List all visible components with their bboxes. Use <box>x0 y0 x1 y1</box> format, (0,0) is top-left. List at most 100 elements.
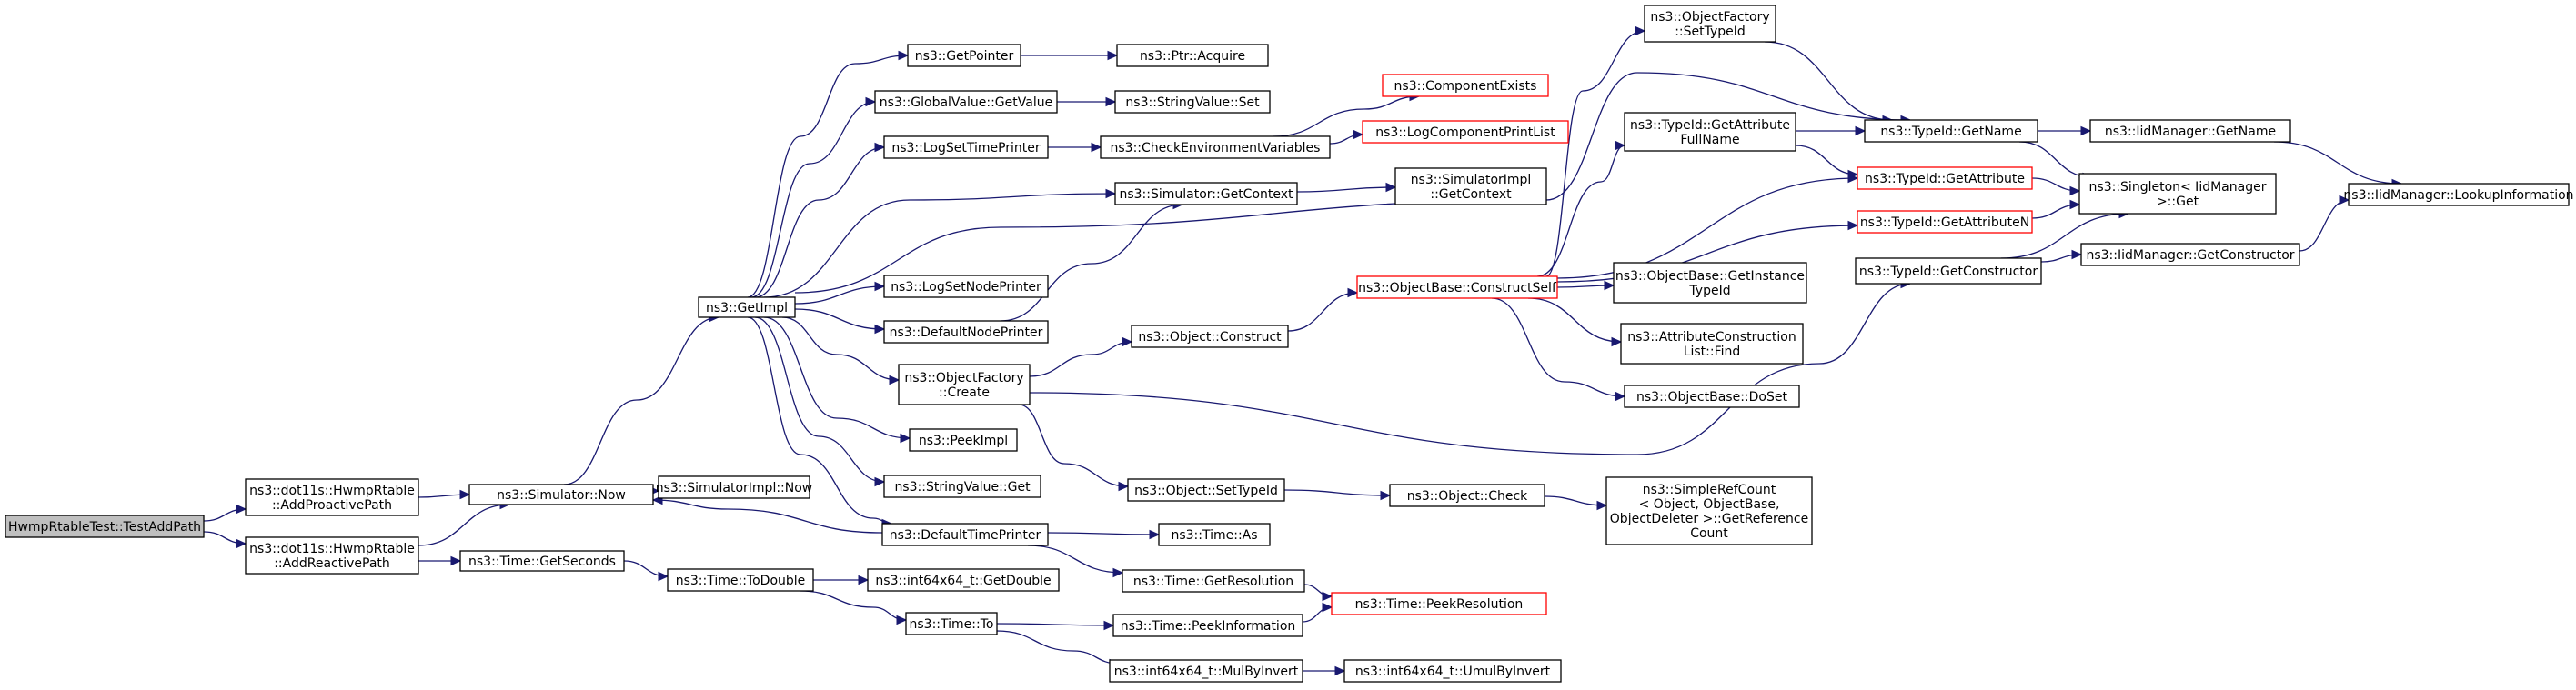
node-ptrAcquire[interactable]: ns3::Ptr::Acquire <box>1116 44 1269 67</box>
edge-arrowhead <box>1149 529 1161 540</box>
node-logSetNodePrinter[interactable]: ns3::LogSetNodePrinter <box>883 275 1049 298</box>
node-mulByInvert[interactable]: ns3::int64x64_t::MulByInvert <box>1109 659 1303 683</box>
node-simGetContext[interactable]: ns3::Simulator::GetContext <box>1114 182 1298 205</box>
edge-line <box>763 193 1116 298</box>
node-objFactorySetTypeId[interactable]: ns3::ObjectFactory::SetTypeId <box>1644 5 1776 43</box>
node-label-line: ns3::Simulator::GetContext <box>1119 187 1293 202</box>
node-addProactive[interactable]: ns3::dot11s::HwmpRtable::AddProactivePat… <box>245 478 419 516</box>
node-defaultNodePrinter[interactable]: ns3::DefaultNodePrinter <box>883 320 1049 344</box>
node-simpleRefCount[interactable]: ns3::SimpleRefCount< Object, ObjectBase,… <box>1605 476 1813 545</box>
node-label-line: ns3::ObjectFactory <box>904 371 1023 385</box>
node-gvGetValue[interactable]: ns3::GlobalValue::GetValue <box>874 90 1058 114</box>
node-box <box>1356 275 1558 299</box>
node-constructSelf[interactable]: ns3::ObjectBase::ConstructSelf <box>1356 275 1558 299</box>
edge-defaultTimePrinter-to-simNow <box>651 495 883 534</box>
node-typeIdGetAttribute[interactable]: ns3::TypeId::GetAttribute <box>1857 166 2033 190</box>
node-box <box>909 428 1018 452</box>
node-box <box>1131 325 1289 348</box>
node-iidLookup[interactable]: ns3::IidManager::LookupInformation <box>2343 183 2574 206</box>
node-label-line: ns3::TypeId::GetName <box>1880 125 2021 139</box>
node-box <box>1605 476 1813 545</box>
edge-arrowhead <box>898 50 910 61</box>
node-checkEnv[interactable]: ns3::CheckEnvironmentVariables <box>1100 135 1331 159</box>
edge-getImpl-to-objFactoryCreate <box>781 316 901 385</box>
edge-defaultNodePrinter-to-simGetContext <box>1000 199 1184 322</box>
node-box <box>1389 484 1545 507</box>
node-box <box>1122 569 1305 593</box>
call-edges <box>203 25 2403 676</box>
node-label-line: ns3::GlobalValue::GetValue <box>880 95 1052 110</box>
node-label-line: HwmpRtableTest::TestAddPath <box>8 520 201 535</box>
node-simNow[interactable]: ns3::Simulator::Now <box>468 484 654 505</box>
node-objSetTypeId[interactable]: ns3::Object::SetTypeId <box>1127 478 1285 502</box>
node-box <box>1613 262 1807 304</box>
node-defaultTimePrinter[interactable]: ns3::DefaultTimePrinter <box>881 523 1049 546</box>
node-objConstruct[interactable]: ns3::Object::Construct <box>1131 325 1289 348</box>
node-int64GetDouble[interactable]: ns3::int64x64_t::GetDouble <box>867 568 1060 592</box>
edge-line <box>1018 404 1129 487</box>
node-timePeekInfo[interactable]: ns3::Time::PeekInformation <box>1112 614 1303 637</box>
node-typeIdGetName[interactable]: ns3::TypeId::GetName <box>1864 119 2038 143</box>
edge-typeIdGetConstructor-to-iidGetConstructor <box>2040 249 2083 263</box>
edge-line <box>747 55 909 298</box>
node-label-line: ns3::TypeId::GetAttribute <box>1865 172 2025 186</box>
node-label-line: < Object, ObjectBase, <box>1639 497 1780 512</box>
node-timeAs[interactable]: ns3::Time::As <box>1158 523 1271 546</box>
node-label-line: ns3::DefaultTimePrinter <box>890 528 1041 543</box>
node-box <box>907 44 1021 67</box>
edge-objFactoryCreate-to-objSetTypeId <box>1018 404 1130 492</box>
node-svSet[interactable]: ns3::StringValue::Set <box>1114 90 1271 114</box>
node-addReactive[interactable]: ns3::dot11s::HwmpRtable::AddReactivePath <box>245 536 419 575</box>
edge-line <box>418 504 510 546</box>
node-umulByInvert[interactable]: ns3::int64x64_t::UmulByInvert <box>1343 659 1562 683</box>
edge-simGetContext-to-simImplGetContext <box>1296 182 1397 193</box>
node-typeIdGetConstructor[interactable]: ns3::TypeId::GetConstructor <box>1855 257 2042 285</box>
node-typeIdGetAttributeN[interactable]: ns3::TypeId::GetAttributeN <box>1857 210 2033 234</box>
node-box <box>1857 210 2033 234</box>
node-timeGetRes[interactable]: ns3::Time::GetResolution <box>1122 569 1305 593</box>
node-box <box>2089 119 2291 143</box>
node-logCompPrint[interactable]: ns3::LogComponentPrintList <box>1362 120 1569 144</box>
node-objCheck[interactable]: ns3::Object::Check <box>1389 484 1545 507</box>
node-label-line: ns3::dot11s::HwmpRtable <box>249 484 415 498</box>
node-singletonGet[interactable]: ns3::Singleton< IidManager>::Get <box>2078 173 2277 215</box>
node-compExists[interactable]: ns3::ComponentExists <box>1382 74 1549 97</box>
node-obDoSet[interactable]: ns3::ObjectBase::DoSet <box>1624 385 1800 408</box>
edge-line <box>1287 292 1358 332</box>
node-root[interactable]: HwmpRtableTest::TestAddPath <box>5 515 205 538</box>
node-label-line: ns3::dot11s::HwmpRtable <box>249 542 415 556</box>
node-label-line: ns3::IidManager::LookupInformation <box>2343 188 2573 203</box>
edge-arrowhead <box>1615 140 1626 151</box>
node-timeTo[interactable]: ns3::Time::To <box>905 612 998 635</box>
node-timePeekRes[interactable]: ns3::Time::PeekResolution <box>1331 592 1547 615</box>
node-logSetTimePrinter[interactable]: ns3::LogSetTimePrinter <box>883 135 1049 159</box>
node-svGet[interactable]: ns3::StringValue::Get <box>883 475 1041 498</box>
node-objFactoryCreate[interactable]: ns3::ObjectFactory::Create <box>898 364 1031 405</box>
node-getPointer[interactable]: ns3::GetPointer <box>907 44 1021 67</box>
edge-objCheck-to-simpleRefCount <box>1544 495 1608 511</box>
node-simImplNow[interactable]: ns3::SimulatorImpl::Now <box>656 475 813 499</box>
edge-arrowhead <box>1615 391 1626 402</box>
edge-timeTo-to-timePeekInfo <box>996 620 1115 631</box>
node-label-line: ns3::StringValue::Set <box>1125 95 1260 110</box>
node-timeToDouble[interactable]: ns3::Time::ToDouble <box>667 568 814 592</box>
node-iidGetName[interactable]: ns3::IidManager::GetName <box>2089 119 2291 143</box>
node-label-line: ns3::Singleton< IidManager <box>2089 180 2267 195</box>
node-box <box>1624 112 1796 152</box>
edge-arrowhead <box>1847 169 1859 180</box>
node-getImpl[interactable]: ns3::GetImpl <box>698 296 796 318</box>
node-box <box>1864 119 2038 143</box>
node-box <box>1362 120 1569 144</box>
node-peekImpl[interactable]: ns3::PeekImpl <box>909 428 1018 452</box>
node-simImplGetContext[interactable]: ns3::SimulatorImpl::GetContext <box>1394 167 1547 205</box>
edge-timeTo-to-mulByInvert <box>996 630 1121 669</box>
edge-line <box>1536 145 1625 277</box>
edge-arrowhead <box>1611 336 1623 347</box>
edge-addReactive-to-timeGetSeconds <box>418 555 462 566</box>
node-timeGetSeconds[interactable]: ns3::Time::GetSeconds <box>459 550 625 572</box>
node-iidGetConstructor[interactable]: ns3::IidManager::GetConstructor <box>2080 243 2300 266</box>
edge-line <box>1556 225 1858 283</box>
